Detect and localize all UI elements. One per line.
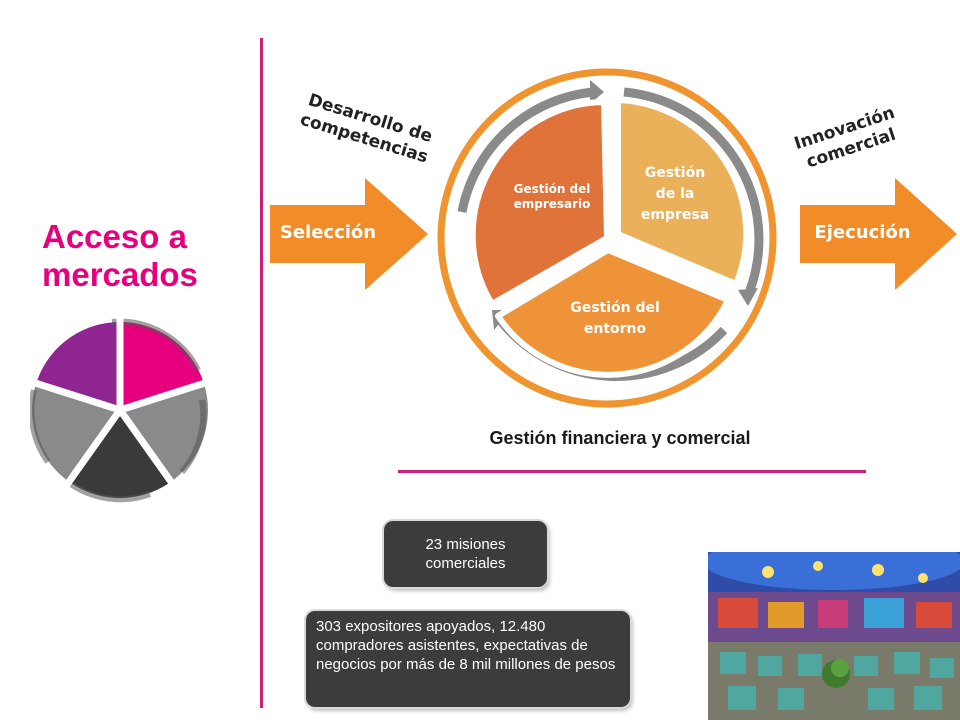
innovacion-comercial-label: Innovación comercial [791, 102, 899, 173]
seleccion-arrow [270, 178, 428, 290]
small-pie-segment-purple [37, 322, 124, 410]
segment-label-empresa: Gestión de la empresa [640, 165, 710, 223]
page-title: Acceso a mercados [42, 218, 198, 293]
cycle-arrow-top-left [457, 87, 595, 213]
segment-gestion-empresa [615, 97, 750, 287]
seleccion-label: Selección [279, 222, 377, 243]
cycle-arrow-right [623, 87, 764, 292]
arrowhead-top [590, 80, 604, 104]
small-pie-segment-gray-right [120, 385, 208, 483]
segment-label-empresario: Gestión del empresario [513, 182, 591, 211]
outer-ring [437, 68, 777, 408]
missions-box: 23 misiones comerciales [384, 521, 547, 587]
management-cycle-diagram [437, 68, 777, 408]
segment-label-entorno: Gestión del entorno [570, 300, 660, 337]
trade-fair-photo [708, 552, 960, 720]
vertical-divider [260, 38, 263, 708]
arrowhead-right [738, 288, 758, 306]
small-cycle-icon [30, 318, 210, 503]
ejecucion-arrow [800, 178, 957, 290]
financial-commercial-label: Gestión financiera y comercial [489, 428, 751, 448]
segment-gestion-entorno [495, 247, 731, 378]
small-pie-segment-dark [65, 410, 170, 499]
ejecucion-label: Ejecución [814, 222, 911, 243]
desarrollo-competencias-label: Desarrollo de competencias [297, 90, 435, 168]
exhibitors-box: 303 expositores apoyados, 12.480 comprad… [306, 611, 630, 707]
horizontal-divider [398, 470, 866, 473]
segment-gestion-empresario [469, 99, 610, 307]
